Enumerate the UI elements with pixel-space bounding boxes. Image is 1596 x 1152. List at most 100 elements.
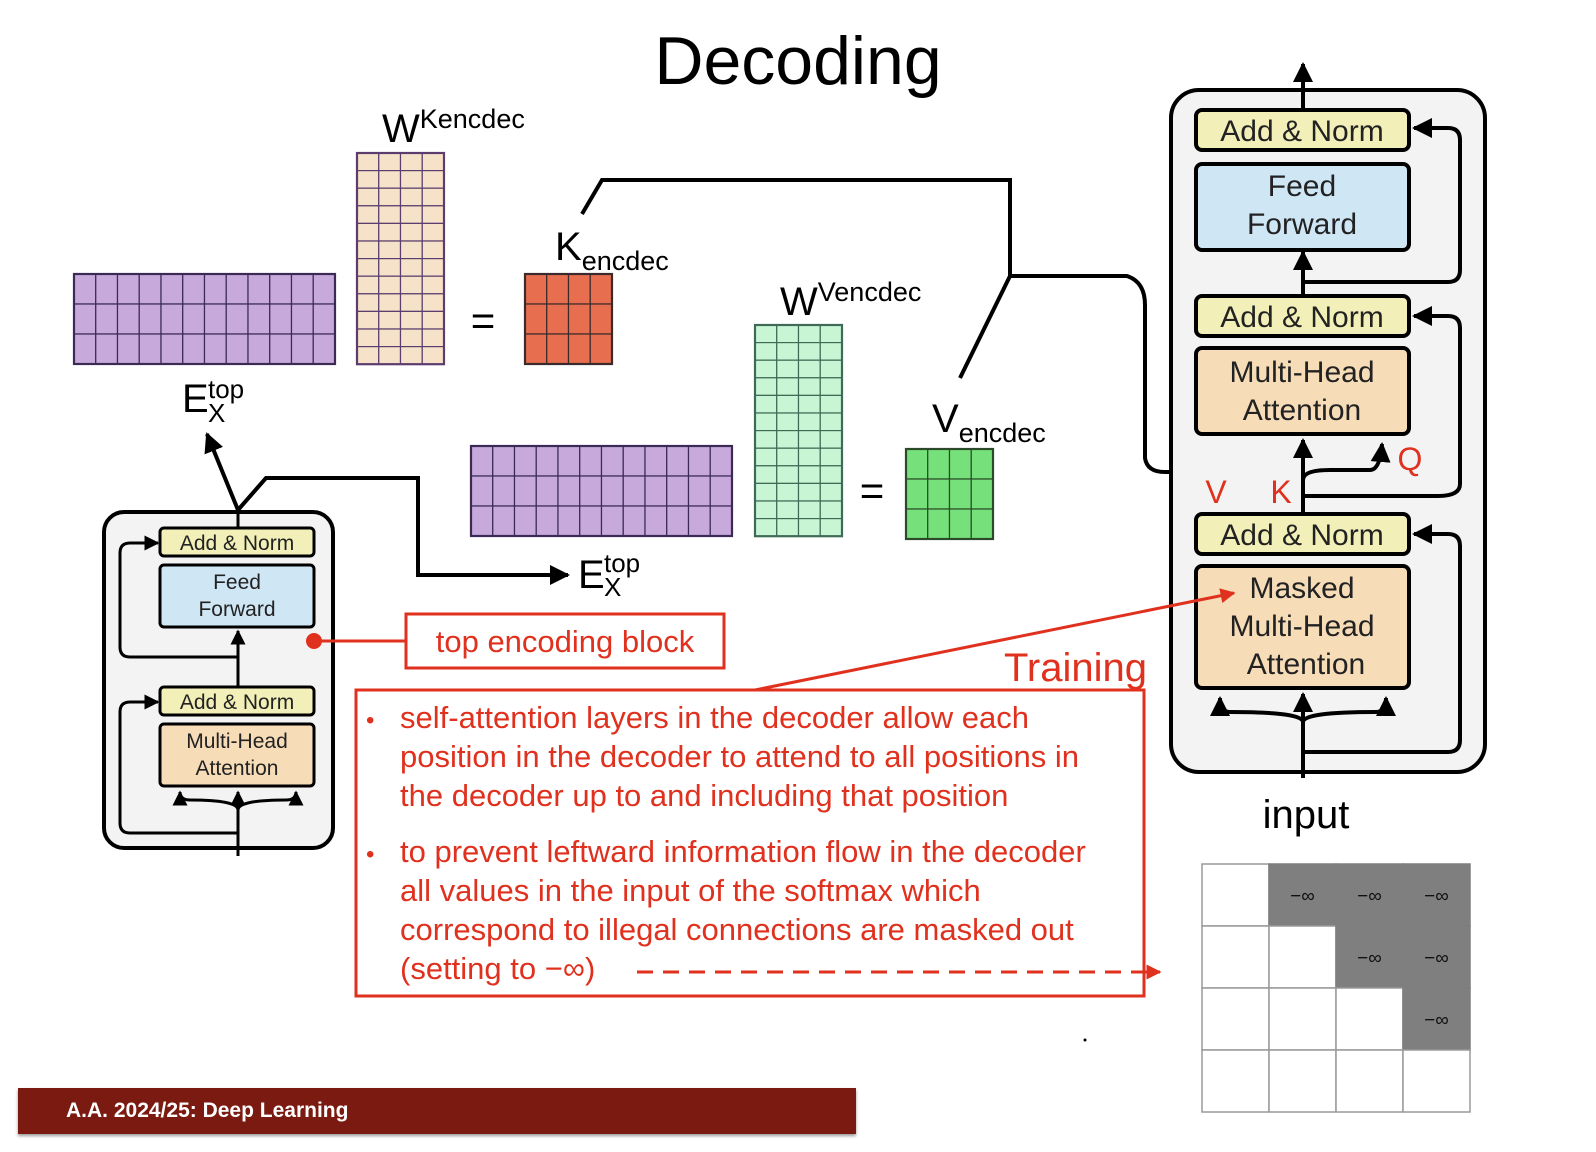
matrix-cell	[399, 258, 423, 277]
matrix-cell	[421, 275, 445, 295]
ex-top-label-2: E top X	[578, 548, 640, 602]
decoder-masked-line1: Masked	[1249, 572, 1354, 605]
matrix-cell	[535, 505, 559, 537]
matrix-cell	[905, 478, 929, 510]
matrix-cell	[579, 505, 603, 537]
k-encdec-matrix	[523, 272, 614, 366]
footer-bar: A.A. 2024/25: Deep Learning	[18, 1088, 856, 1134]
matrix-cell	[378, 152, 402, 172]
mask-cell-open	[1268, 1049, 1337, 1113]
matrix-cell	[399, 328, 423, 348]
matrix-cell	[797, 517, 821, 537]
matrix-cell	[182, 333, 206, 365]
matrix-cell	[754, 517, 778, 537]
mask-value: −∞	[1424, 886, 1449, 907]
matrix-cell	[819, 342, 843, 361]
encoder-mha-line2: Attention	[196, 757, 279, 780]
matrix-cell	[160, 303, 184, 335]
matrix-cell	[579, 475, 603, 507]
matrix-cell	[754, 447, 778, 467]
matrix-cell	[557, 505, 581, 537]
training-note: Training •self-attention layers in the d…	[354, 588, 1236, 998]
matrix-cell	[797, 447, 821, 467]
mask-value: −∞	[1424, 1010, 1449, 1031]
attention-mask-matrix: −∞−∞−∞−∞−∞−∞	[1201, 863, 1471, 1113]
matrix-cell	[819, 465, 843, 484]
matrix-cell	[754, 394, 778, 414]
matrix-cell	[421, 328, 445, 348]
matrix-cell	[356, 258, 380, 277]
matrix-cell	[819, 394, 843, 414]
matrix-cell	[948, 478, 972, 510]
matrix-cell	[290, 303, 314, 335]
matrix-cell	[754, 342, 778, 361]
bullet-line: position in the decoder to attend to all…	[400, 739, 1079, 774]
matrix-cell	[776, 465, 800, 484]
mask-cell-open	[1201, 925, 1270, 989]
matrix-cell	[73, 273, 97, 305]
mask-cell-open	[1402, 1049, 1471, 1113]
matrix-cell	[776, 482, 800, 502]
decoder-add-norm-1	[1194, 108, 1411, 152]
matrix-cell	[356, 240, 380, 260]
matrix-cell	[470, 445, 494, 477]
matrix-cell	[73, 303, 97, 335]
encoder-block: Add & Norm Feed Forward Add & Norm Multi…	[102, 510, 335, 856]
matrix-cell	[579, 445, 603, 477]
matrix-cell	[356, 187, 380, 207]
svg-text:top: top	[208, 374, 244, 404]
matrix-cell	[797, 359, 821, 379]
matrix-cell	[356, 170, 380, 189]
matrix-cell	[312, 273, 336, 305]
matrix-cell	[776, 394, 800, 414]
matrix-cell	[269, 333, 293, 365]
matrix-cell	[600, 505, 624, 537]
decoder-add-norm-2	[1194, 294, 1411, 338]
ex-top-label-1: E top X	[182, 374, 244, 428]
matrix-cell	[225, 303, 249, 335]
matrix-cell	[754, 482, 778, 502]
matrix-cell	[203, 333, 227, 365]
matrix-cell	[470, 475, 494, 507]
matrix-cell	[421, 258, 445, 277]
matrix-cell	[421, 205, 445, 225]
matrix-cell	[116, 333, 140, 365]
matrix-cell	[378, 170, 402, 189]
matrix-cell	[356, 293, 380, 312]
matrix-cell	[160, 273, 184, 305]
matrix-cell	[970, 508, 994, 540]
matrix-cell	[927, 478, 951, 510]
matrix-cell	[535, 445, 559, 477]
matrix-cell	[421, 222, 445, 242]
matrix-cell	[524, 333, 548, 365]
training-bullets: •self-attention layers in the decoder al…	[366, 700, 1086, 986]
matrix-cell	[290, 273, 314, 305]
encoder-output-matrix-bottom	[469, 444, 734, 538]
matrix-cell	[378, 258, 402, 277]
encoder-feed-forward	[158, 563, 316, 629]
matrix-cell	[905, 448, 929, 480]
bullet-line: self-attention layers in the decoder all…	[400, 700, 1029, 735]
matrix-cell	[378, 346, 402, 365]
matrix-cell	[492, 505, 516, 537]
matrix-cell	[546, 303, 570, 335]
matrix-cell	[819, 517, 843, 537]
mask-cell-open	[1335, 1049, 1404, 1113]
page-title: Decoding	[654, 23, 941, 99]
svg-text:X: X	[604, 572, 621, 602]
matrix-cell	[378, 240, 402, 260]
v-label: V	[1205, 474, 1227, 510]
mask-cell-open	[1201, 863, 1270, 927]
matrix-cell	[797, 482, 821, 502]
mask-cell-open	[1335, 987, 1404, 1051]
matrix-cell	[622, 505, 646, 537]
encoder-add-norm-top-label: Add & Norm	[180, 532, 294, 555]
matrix-cell	[138, 333, 162, 365]
matrix-cell	[116, 303, 140, 335]
mask-cell-masked	[1402, 925, 1471, 989]
matrix-cell	[567, 273, 591, 305]
matrix-cell	[600, 475, 624, 507]
matrix-cell	[421, 310, 445, 330]
matrix-cell	[709, 445, 733, 477]
k-encdec-label: Kencdec	[555, 225, 669, 276]
